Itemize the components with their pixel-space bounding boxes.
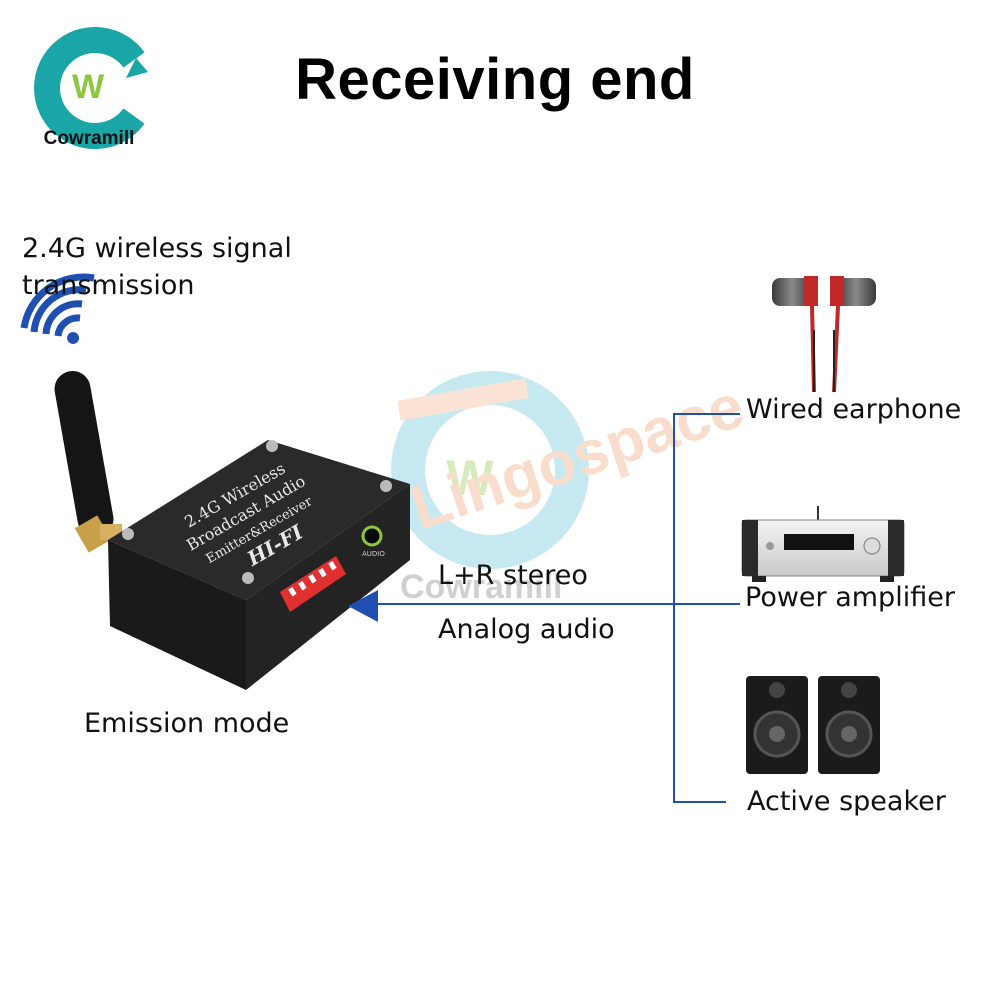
svg-text:W: W — [72, 68, 105, 106]
page-title: Receiving end — [295, 47, 695, 112]
analog-audio-label: Analog audio — [438, 614, 615, 645]
earphone-icon — [772, 276, 876, 393]
amplifier-icon — [741, 506, 905, 582]
watermark-text: Cowramill — [400, 568, 563, 606]
arrow-icon — [348, 590, 378, 622]
stereo-label: L+R stereo — [438, 560, 588, 591]
signal-label: 2.4G wireless signal transmission — [22, 230, 292, 304]
active-speaker-label: Active speaker — [747, 786, 946, 817]
brand-name: Cowramill — [43, 128, 135, 149]
signal-label-line2: transmission — [22, 270, 195, 301]
receiver-device: 2.4G Wireless Broadcast Audio Emitter&Re… — [108, 440, 410, 690]
antenna — [54, 371, 122, 553]
svg-text:W: W — [446, 450, 494, 506]
connection-lines — [372, 413, 740, 803]
watermark: W Lingospace — [391, 371, 752, 569]
power-amplifier-label: Power amplifier — [745, 582, 955, 613]
signal-label-line1: 2.4G wireless signal — [22, 233, 292, 264]
wired-earphone-label: Wired earphone — [746, 394, 962, 425]
svg-text:AUDIO: AUDIO — [362, 550, 385, 558]
cowramill-logo: W — [34, 27, 148, 149]
emission-mode-label: Emission mode — [84, 708, 290, 739]
speaker-icon — [746, 676, 880, 774]
wifi-icon — [20, 273, 95, 344]
